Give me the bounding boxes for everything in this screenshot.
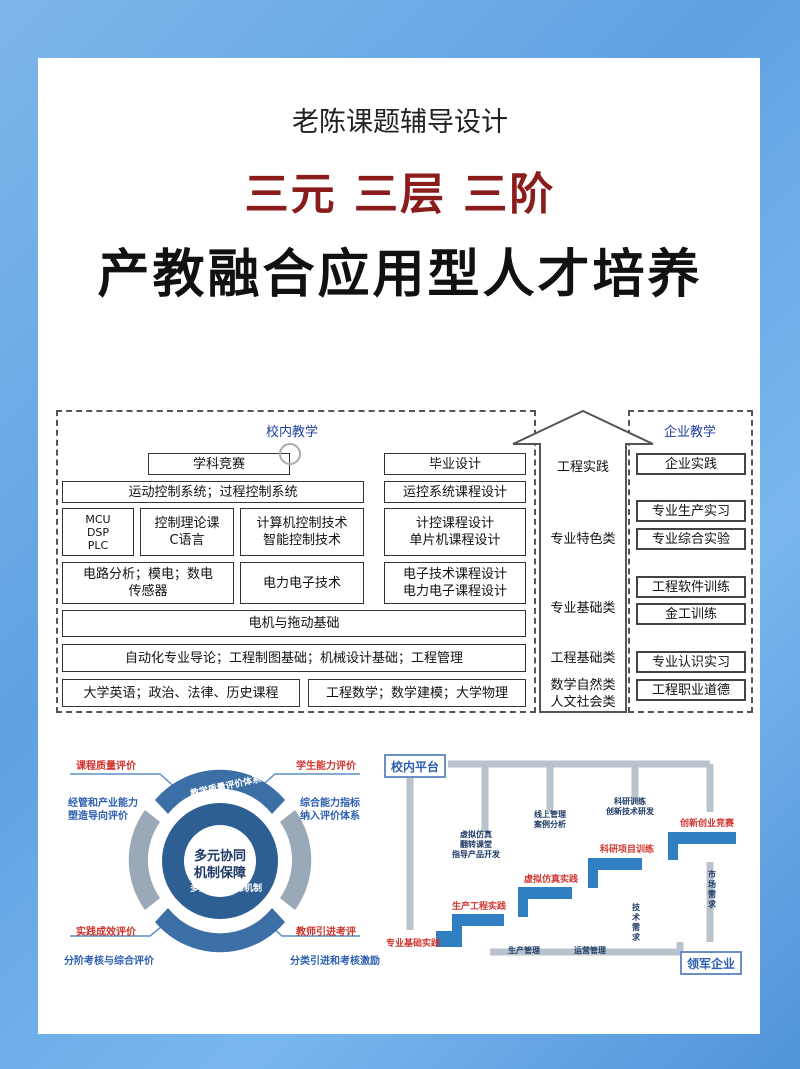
eval-desc: 分类引进和考核激励 [290,956,380,967]
course-box: 控制理论课 C语言 [140,508,234,556]
course-box: 计控课程设计 单片机课程设计 [384,508,526,556]
enterprise-box: 专业综合实验 [636,528,746,550]
stair-step [518,887,572,899]
stair-step [668,832,736,844]
layer-label: 数学自然类 人文社会类 [550,678,616,710]
school-dashed-frame [56,410,536,713]
course-box: 自动化专业导论；工程制图基础；机械设计基础；工程管理 [62,644,526,672]
enterprise-platform: 领军企业 [680,951,742,975]
enterprise-dashed-frame [628,410,753,713]
ring-bottom-text: 多元激励保障机制 [190,884,263,894]
enterprise-box: 工程软件训练 [636,576,746,598]
eval-title: 学生能力评价 [296,761,356,772]
school-platform: 校内平台 [384,754,446,778]
course-box: 计算机控制技术 智能控制技术 [240,508,364,556]
eval-title: 课程质量评价 [76,761,136,772]
cursor-circle-icon [279,443,301,465]
evaluation-ring [70,769,360,953]
layer-label: 专业特色类 [550,532,616,547]
step-label: 虚拟仿真实践 [524,875,579,885]
course-box: 电路分析；模电；数电 传感器 [62,562,234,604]
course-box: 电力电子技术 [240,562,364,604]
step-label: 创新创业竞赛 [680,819,735,829]
title-red: 三元 三层 三阶 [244,169,556,220]
title-main: 产教融合应用型人才培养 [97,245,703,305]
enterprise-box: 专业认识实习 [636,651,746,673]
eval-desc: 分阶考核与综合评价 [64,956,154,967]
stair-step [588,858,598,888]
stairs-note: 运营管理 [574,946,606,955]
center-label: 多元协同 机制保障 [193,849,246,881]
course-box: 大学英语；政治、法律、历史课程 [62,679,300,707]
stairs-note: 生产管理 [508,946,540,955]
course-box: 电机与拖动基础 [62,610,526,637]
enterprise-heading: 企业教学 [664,425,717,440]
stairs-note: 虚拟仿真 翻转课堂 指导产品开发 [452,830,500,859]
enterprise-box: 金工训练 [636,603,746,625]
step-label: 专业基础实践 [386,939,441,949]
enterprise-box: 企业实践 [636,453,746,475]
layer-label: 工程实践 [556,460,609,475]
step-label: 科研项目训练 [600,845,655,855]
course-box: 运控系统课程设计 [384,481,526,503]
eval-desc: 经管和产业能力 塑造导向评价 [68,798,138,822]
step-label: 生产工程实践 [452,902,507,912]
stair-step [588,858,642,870]
course-box: 工程数学；数学建模；大学物理 [308,679,526,707]
layer-label: 工程基础类 [550,651,616,666]
course-box: 学科竞赛 [148,453,290,475]
subtitle: 老陈课题辅导设计 [292,107,508,138]
eval-title: 教师引进考评 [296,927,356,938]
stairs-note: 线上管理 案例分析 [534,810,566,829]
stairs-note: 科研训练 创新技术研发 [606,797,654,816]
enterprise-box: 专业生产实习 [636,500,746,522]
stair-step [452,914,462,947]
layer-label: 专业基础类 [550,601,616,616]
school-heading: 校内教学 [266,425,319,440]
course-box: 运动控制系统；过程控制系统 [62,481,364,503]
course-box: 电子技术课程设计 电力电子课程设计 [384,562,526,604]
stair-step [668,832,678,860]
course-box: 毕业设计 [384,453,526,475]
stair-step [452,914,504,926]
stairs-note: 技 术 需 求 [632,903,640,942]
eval-desc: 综合能力指标 纳入评价体系 [300,798,360,822]
layer-arrow [512,409,654,713]
stairs-note: 市 场 需 求 [708,870,716,909]
course-box: MCU DSP PLC [62,508,134,556]
eval-title: 实践成效评价 [76,927,136,938]
stair-step [518,887,528,917]
enterprise-box: 工程职业道德 [636,679,746,701]
